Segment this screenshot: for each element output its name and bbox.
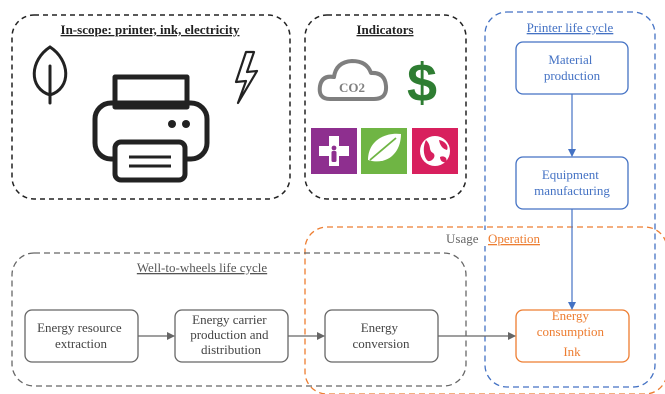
equipment-manufacturing-box: Equipment manufacturing [515,156,629,210]
lightning-icon [234,50,259,105]
energy-carrier-line-3: distribution [201,342,261,357]
equipment-manufacturing-line-2: manufacturing [534,183,610,198]
printer-life-cycle-panel: Printer life cycle [484,11,656,388]
energy-carrier-box: Energy carrier production and distributi… [174,309,289,363]
svg-text:Material production: Material production [544,52,601,83]
material-production-box: Material production [515,41,629,95]
well-to-wheels-title: Well-to-wheels life cycle [137,260,268,275]
human-health-icon [311,128,357,174]
indicators-panel: Indicators CO2 $ [304,14,467,200]
energy-carrier-line-2: production and [190,327,269,342]
ecosystem-leaf-icon [361,128,407,174]
energy-carrier-line-1: Energy carrier [192,312,267,327]
energy-conversion-box: Energy conversion [324,309,439,363]
usage-panel: Usage Operation [304,226,665,394]
energy-resource-extraction-line-1: Energy resource [37,320,122,335]
svg-text:Energy carrier productio: Energy carrier production and distributi… [190,312,272,357]
energy-consumption-line-3: Ink [563,344,581,359]
dollar-icon: $ [407,53,437,113]
energy-resource-extraction-line-2: extraction [55,336,107,351]
in-scope-panel: In-scope: printer, ink, electricity [11,14,291,200]
svg-text:Equipment manufacturing: Equipment manufacturing [534,167,610,198]
svg-text:Energy resource extracti: Energy resource extraction [37,320,125,351]
energy-consumption-box: Energy consumption Ink [515,308,630,363]
material-production-line-1: Material [548,52,592,67]
flow-arrows [138,94,576,340]
co2-cloud-icon: CO2 [317,59,389,101]
energy-consumption-line-1: Energy [552,308,590,323]
well-to-wheels-panel: Well-to-wheels life cycle [11,252,467,387]
energy-conversion-line-1: Energy [361,320,399,335]
resources-globe-icon [412,128,458,174]
material-production-line-2: production [544,68,601,83]
energy-conversion-line-2: conversion [352,336,410,351]
svg-text:Energy consumption: Energy consumption Ink [537,308,607,359]
equipment-manufacturing-line-1: Equipment [542,167,599,182]
usage-title: Usage [446,231,479,246]
energy-resource-extraction-box: Energy resource extraction [24,309,139,363]
leaf-icon [32,45,68,105]
co2-label: CO2 [339,80,365,95]
operation-title: Operation [488,231,540,246]
svg-text:Energy conversion: Energy conversion [352,320,410,351]
printer-life-cycle-title: Printer life cycle [527,20,614,35]
printer-icon [92,74,210,183]
in-scope-title: In-scope: printer, ink, electricity [61,22,240,37]
energy-consumption-line-2: consumption [537,324,605,339]
indicators-title: Indicators [356,22,413,37]
svg-text:$: $ [407,53,437,113]
